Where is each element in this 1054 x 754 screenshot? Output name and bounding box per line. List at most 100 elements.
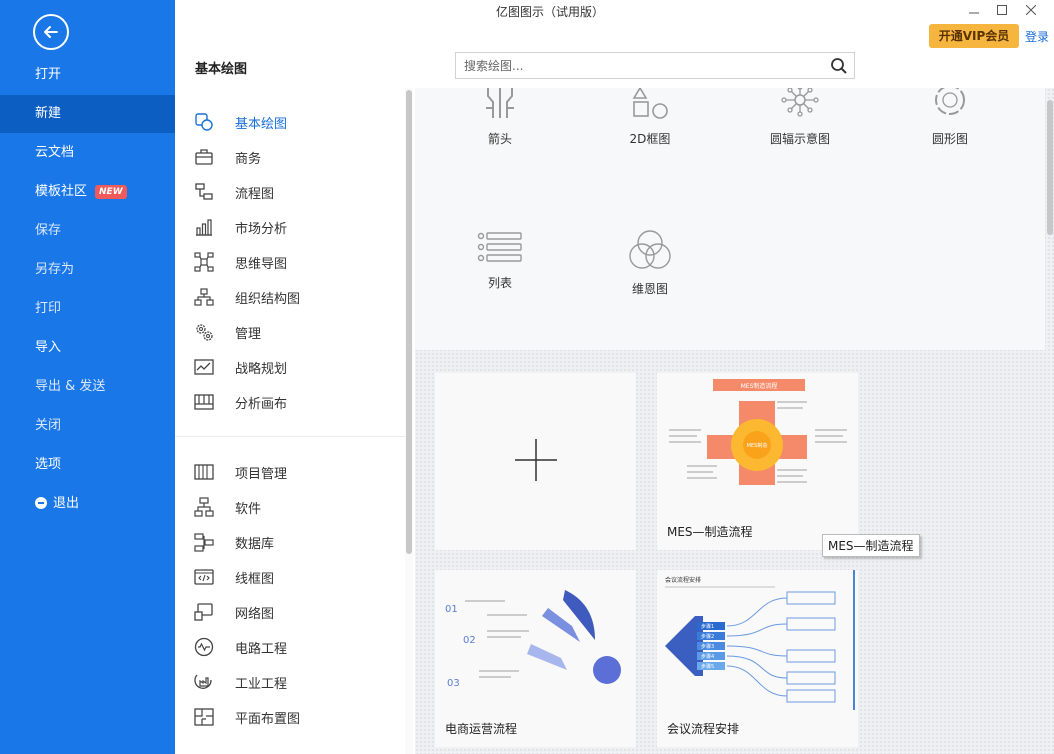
svg-text:步骤2: 步骤2 <box>701 633 714 640</box>
card-title: 电商运营流程 <box>445 722 518 736</box>
back-arrow-icon <box>44 26 58 38</box>
category-label: 市场分析 <box>235 221 288 237</box>
category-business[interactable]: 商务 <box>193 142 393 172</box>
industry-icon <box>193 671 215 693</box>
back-button[interactable] <box>33 14 69 50</box>
template-card-mes[interactable]: MES制造流程 MES制造 MES—制造流程 <box>657 373 858 550</box>
sidebar-item-export-send[interactable]: 导出 & 发送 <box>0 368 175 406</box>
list-icon <box>477 232 522 262</box>
sidebar-item-new[interactable]: 新建 <box>0 95 175 133</box>
software-icon <box>193 496 215 518</box>
template-list[interactable]: 列表 <box>425 228 575 291</box>
category-industrial[interactable]: 工业工程 <box>193 667 393 697</box>
vip-button[interactable]: 开通VIP会员 <box>929 24 1019 48</box>
category-label: 商务 <box>235 151 262 167</box>
category-network[interactable]: 网络图 <box>193 597 393 627</box>
card-title: 会议流程安排 <box>667 722 740 736</box>
category-label: 软件 <box>235 501 262 517</box>
category-analysis-canvas[interactable]: 分析画布 <box>193 387 393 417</box>
category-label: 工业工程 <box>235 676 288 692</box>
sidebar-item-save[interactable]: 保存 <box>0 212 175 250</box>
svg-text:MES制造: MES制造 <box>747 442 768 449</box>
category-label: 流程图 <box>235 186 275 202</box>
shapes-icon <box>193 111 215 133</box>
template-arrow[interactable]: 箭头 <box>425 88 575 147</box>
maximize-button[interactable] <box>987 0 1017 20</box>
template-radial[interactable]: 圆辐示意图 <box>725 88 875 147</box>
category-basic-drawing[interactable]: 基本绘图 <box>193 107 393 137</box>
category-divider <box>175 436 405 437</box>
search-input[interactable] <box>456 53 816 78</box>
new-blank-card[interactable] <box>435 373 636 550</box>
template-card-ecommerce[interactable]: 01 02 03 电商运营流程 <box>435 570 636 747</box>
template-2d-block[interactable]: 2D框图 <box>575 88 725 147</box>
sidebar-item-label: 关闭 <box>35 418 62 433</box>
category-label: 战略规划 <box>235 361 288 377</box>
login-link[interactable]: 登录 <box>1025 30 1050 44</box>
category-label: 数据库 <box>235 536 275 552</box>
sidebar-item-options[interactable]: 选项 <box>0 446 175 484</box>
category-circuit[interactable]: 电路工程 <box>193 632 393 662</box>
category-market-analysis[interactable]: 市场分析 <box>193 212 393 242</box>
template-card-meeting[interactable]: 会议流程安排 步骤1 步骤2 步骤3 步骤4 步骤5 会议流程安排 <box>657 570 858 747</box>
category-mind-map[interactable]: 思维导图 <box>193 247 393 277</box>
sidebar-item-save-as[interactable]: 另存为 <box>0 251 175 289</box>
sidebar-item-close[interactable]: 关闭 <box>0 407 175 445</box>
sidebar-item-print[interactable]: 打印 <box>0 290 175 328</box>
category-floor-plan[interactable]: 平面布置图 <box>193 702 393 732</box>
search-icon[interactable] <box>830 57 848 75</box>
category-project-management[interactable]: 项目管理 <box>193 457 393 487</box>
category-wireframe[interactable]: 线框图 <box>193 562 393 592</box>
sidebar-item-label: 退出 <box>53 496 80 511</box>
category-database[interactable]: 数据库 <box>193 527 393 557</box>
maximize-icon <box>997 5 1007 15</box>
template-venn[interactable]: 维恩图 <box>575 228 725 297</box>
category-label: 平面布置图 <box>235 711 301 727</box>
sidebar-item-cloud-docs[interactable]: 云文档 <box>0 134 175 172</box>
card-title: MES—制造流程 <box>667 525 753 539</box>
title-bar: 亿图图示（试用版） <box>175 0 1054 22</box>
circuit-icon <box>193 636 215 658</box>
category-label: 思维导图 <box>235 256 288 272</box>
sidebar-item-label: 导出 & 发送 <box>35 379 106 394</box>
bar-chart-icon <box>193 216 215 238</box>
close-icon <box>1026 5 1036 15</box>
basic-template-panel: 箭头 2D框图 圆辐示意图 <box>415 88 1045 350</box>
sidebar-item-label: 云文档 <box>35 145 75 160</box>
category-software[interactable]: 软件 <box>193 492 393 522</box>
radial-icon <box>781 88 819 117</box>
minimize-button[interactable] <box>959 0 989 20</box>
gallery-scrollbar[interactable] <box>1047 100 1053 235</box>
template-circle-diagram[interactable]: 圆形图 <box>875 88 1025 147</box>
sidebar-item-exit[interactable]: 退出 <box>0 485 175 523</box>
exit-icon <box>35 496 47 509</box>
plus-icon <box>515 439 557 481</box>
template-label: 列表 <box>487 276 512 290</box>
svg-text:03: 03 <box>447 678 460 689</box>
category-management[interactable]: 管理 <box>193 317 393 347</box>
database-icon <box>193 531 215 553</box>
template-gallery: 箭头 2D框图 圆辐示意图 <box>415 88 1054 754</box>
template-label: 圆形图 <box>931 132 968 146</box>
category-org-chart[interactable]: 组织结构图 <box>193 282 393 312</box>
sidebar-item-open[interactable]: 打开 <box>0 56 175 94</box>
gantt-icon <box>193 461 215 483</box>
category-strategy[interactable]: 战略规划 <box>193 352 393 382</box>
category-list: 基本绘图 商务 流程图 市场分析 思维导图 组织结构图 管理 战略规划 分析画布… <box>175 88 415 754</box>
network-icon <box>193 601 215 623</box>
svg-text:MES制造流程: MES制造流程 <box>741 382 778 390</box>
canvas-icon <box>193 391 215 413</box>
sidebar-item-label: 打开 <box>35 67 62 82</box>
venn-icon <box>629 230 671 269</box>
close-window-button[interactable] <box>1016 0 1046 20</box>
category-label: 项目管理 <box>235 466 288 482</box>
category-scrollbar[interactable] <box>406 90 412 554</box>
sidebar-item-label: 保存 <box>35 223 62 238</box>
sidebar-item-import[interactable]: 导入 <box>0 329 175 367</box>
org-chart-icon <box>193 286 215 308</box>
mindmap-icon <box>193 251 215 273</box>
category-flowchart[interactable]: 流程图 <box>193 177 393 207</box>
svg-text:01: 01 <box>445 604 458 615</box>
window-title: 亿图图示（试用版） <box>495 5 604 19</box>
